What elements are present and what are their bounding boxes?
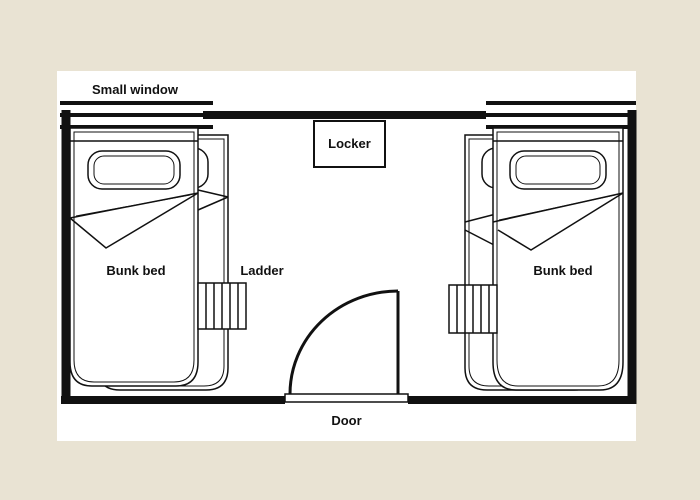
bunk-bed-left-label: Bunk bed [106, 263, 165, 278]
ladder-left [197, 282, 247, 330]
door [284, 289, 409, 403]
pillow-right [509, 150, 607, 190]
bunk-bed-left [69, 127, 229, 391]
bunk-bed-right-label: Bunk bed [533, 263, 592, 278]
door-swing-arc [288, 289, 399, 395]
pillow-left [87, 150, 181, 190]
bunk-bed-left-upper [69, 127, 199, 387]
small-window-right [486, 101, 636, 129]
locker-label: Locker [328, 136, 371, 151]
locker [313, 120, 386, 168]
door-threshold [284, 393, 409, 403]
bunk-bed-right-upper [492, 127, 624, 391]
ladder-right [448, 284, 498, 334]
small-window-label: Small window [92, 82, 179, 97]
bunk-bed-right [464, 127, 624, 391]
ladder-label: Ladder [240, 263, 283, 278]
room-walls [61, 110, 637, 404]
door-label: Door [331, 413, 361, 428]
small-window-left [60, 101, 213, 129]
